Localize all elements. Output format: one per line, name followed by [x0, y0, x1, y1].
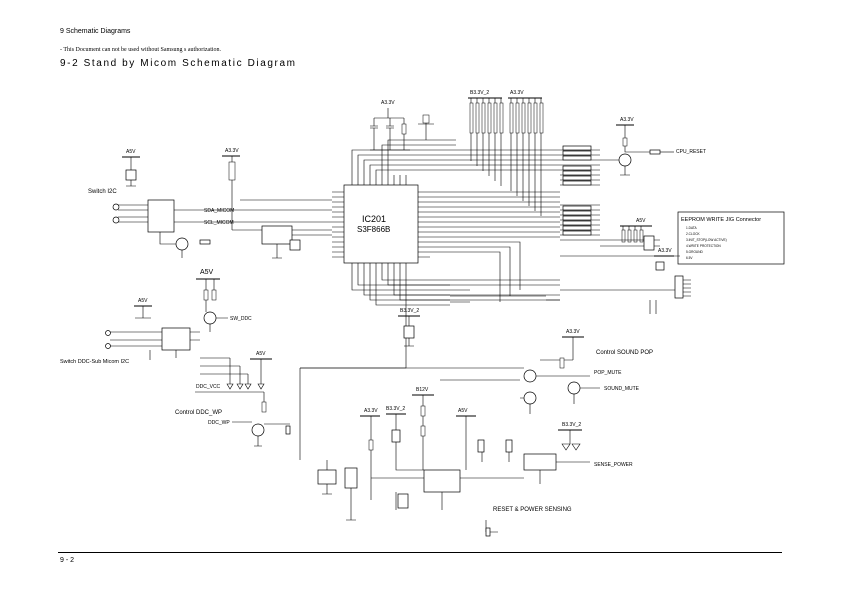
eeprom-jig-connector: EEPROM WRITE JIG Connector 1.DATA 2.CLOC…: [677, 211, 785, 265]
net-sw-ddc: SW_DDC: [230, 316, 252, 322]
ddc-wp-stage: A5V DDC_VCC Control DDC_WP DDC_WP: [175, 351, 291, 447]
rail-a5v-mid: A5V: [200, 269, 214, 276]
rail-a33v-pop: A3.3V: [566, 329, 580, 335]
rail-b12v: B12V: [416, 387, 429, 393]
resistor-bank-b33v2: B3.3V_2: [468, 90, 504, 186]
b33v2-connector: B3.3V_2: [398, 308, 420, 347]
footer-divider: [58, 552, 782, 553]
right-outputs: [560, 145, 600, 241]
eeprom-pin-6: 6.5V: [686, 256, 693, 260]
rail-a33v-eeprom: A3.3V: [658, 248, 672, 254]
switch-ddc-label: Switch DDC-Sub Micom I2C: [60, 359, 129, 365]
rail-a33v-top2: A3.3V: [510, 90, 524, 96]
b12v-stage: B12V: [412, 387, 434, 470]
top-caps: A3.3V: [370, 100, 434, 151]
eeprom-pin-1: 1.DATA: [686, 226, 698, 230]
top-bus: [351, 139, 560, 302]
ic201-label: IC201: [362, 214, 386, 224]
eeprom-header-stage: A5V A3.3V: [560, 218, 691, 314]
ic201-part: S3F866B: [357, 225, 390, 234]
switch-i2c-label: Switch I2C: [88, 189, 117, 195]
rail-b33v2-top: B3.3V_2: [470, 90, 489, 96]
rail-a33v-top: A3.3V: [381, 100, 395, 106]
net-sda-micom: SDA_MICOM: [204, 208, 234, 214]
net-sound-mute: SOUND_MUTE: [604, 386, 640, 392]
rail-b33v2-reset: B3.3V_2: [386, 406, 405, 412]
authorization-notice: - This Document can not be used without …: [60, 47, 222, 53]
misc-wiring: [299, 289, 560, 460]
rail-b33v2-mid: B3.3V_2: [400, 308, 419, 314]
sense-power-stage: B3.3V_2 SENSE_POWER: [520, 422, 633, 484]
rail-a5v-ddc: A5V: [138, 298, 148, 304]
page-number: 9 - 2: [60, 557, 75, 564]
switch-i2c-block: Switch I2C A5V SDA_MICOM SCL_MICOM: [88, 149, 234, 258]
eeprom-pin-5: 5.GROUND: [686, 250, 704, 254]
net-cpu-reset: CPU_RESET: [676, 149, 706, 155]
section-title: 9 Schematic Diagrams: [60, 28, 131, 35]
resistor-bank-a33v: A3.3V: [508, 90, 544, 216]
pullup-a33v-left: A3.3V: [200, 148, 332, 259]
sound-pop-stage: A3.3V Control SOUND POP POP_MUTE SOUND_M…: [300, 329, 653, 414]
control-ddc-wp-label: Control DDC_WP: [175, 410, 222, 416]
reset-power-stage: A3.3V B3.3V_2 A5V RESET & POWER SENSING: [317, 406, 572, 537]
rail-a33v-right: A3.3V: [620, 117, 634, 123]
cpu-reset-stage: A3.3V CPU_RESET: [600, 117, 706, 176]
rail-b33v2-sense: B3.3V_2: [562, 422, 581, 428]
net-sense-power: SENSE_POWER: [594, 462, 633, 468]
eeprom-pin-4: 4.WRITE PROTECTION: [686, 244, 721, 248]
switch-ddc-block: A5V Switch DDC-Sub Micom I2C: [60, 298, 200, 365]
eeprom-title: EEPROM WRITE JIG Connector: [681, 217, 761, 223]
rail-a5v-reset: A5V: [458, 408, 468, 414]
rail-a5v-left: A5V: [126, 149, 136, 155]
page-title: 9-2 Stand by Micom Schematic Diagram: [60, 58, 297, 69]
rail-a5v-eeprom: A5V: [636, 218, 646, 224]
bottom-bus: [300, 275, 560, 369]
sw-ddc-stage: A5V SW_DDC: [196, 269, 252, 332]
rail-a5v-ctrl: A5V: [256, 351, 266, 357]
rail-a33v-left: A3.3V: [225, 148, 239, 154]
ddc-vcc-label: DDC_VCC: [196, 384, 221, 390]
eeprom-pin-2: 2.CLOCK: [686, 232, 701, 236]
net-ddc-wp: DDC_WP: [208, 420, 230, 426]
net-scl-micom: SCL_MICOM: [204, 220, 234, 226]
reset-power-label: RESET & POWER SENSING: [493, 507, 572, 513]
eeprom-pin-3: 3.INIT_STOP(LOW ACTIVE): [686, 238, 727, 242]
ic201-microcontroller: IC201 S3F866B: [332, 175, 430, 275]
control-sound-pop-label: Control SOUND POP: [596, 350, 653, 356]
rail-a33v-reset: A3.3V: [364, 408, 378, 414]
net-pop-mute: POP_MUTE: [594, 370, 622, 376]
